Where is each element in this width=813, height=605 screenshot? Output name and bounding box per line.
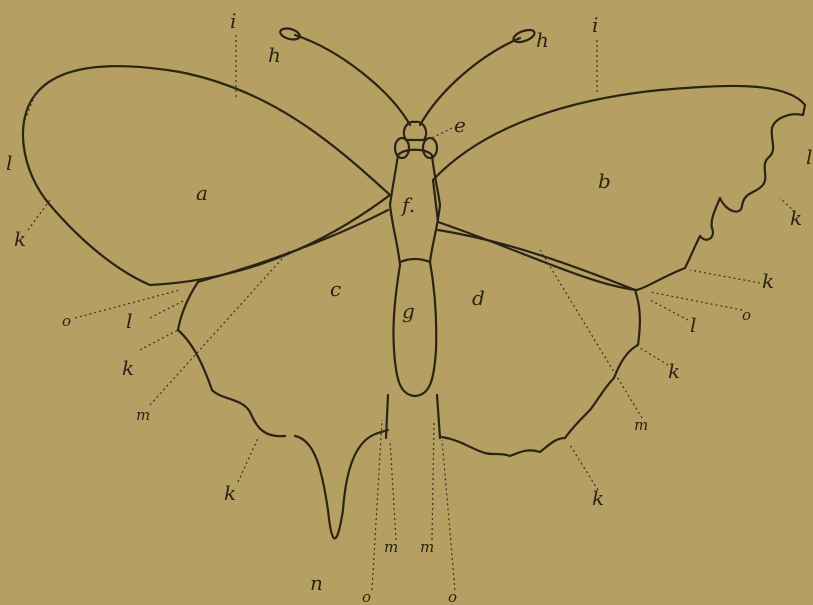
label-l-1: l — [6, 151, 12, 175]
tail-line-left — [386, 395, 388, 438]
right-hindwing-outline — [438, 230, 640, 456]
label-k-7: k — [592, 486, 604, 510]
head-outline — [404, 122, 426, 140]
right-forewing-outline — [433, 86, 805, 290]
label-k-1: k — [14, 227, 26, 251]
right-antenna-club — [512, 28, 536, 45]
label-k-3: k — [224, 481, 236, 505]
label-b: b — [598, 169, 611, 193]
label-m-2: m — [634, 416, 648, 434]
label-i-left: i — [230, 9, 236, 33]
label-f: f. — [400, 193, 415, 217]
label-k-6: k — [668, 359, 680, 383]
label-i-right: i — [592, 13, 598, 37]
thorax-divider — [400, 259, 430, 262]
label-l-4: l — [690, 313, 696, 337]
label-l-2: l — [126, 309, 132, 333]
label-o-2: o — [742, 306, 751, 324]
left-antenna — [295, 35, 410, 125]
label-o-3: o — [362, 588, 371, 605]
label-d: d — [472, 286, 485, 310]
label-h-right: h — [536, 28, 549, 52]
label-m-1: m — [136, 406, 150, 424]
label-k-2: k — [122, 356, 134, 380]
label-e: e — [454, 113, 466, 137]
label-h-left: h — [268, 43, 281, 67]
left-eye-outline — [395, 138, 409, 158]
body-outline — [390, 150, 440, 396]
label-m-4: m — [420, 538, 434, 556]
label-k-5: k — [762, 269, 774, 293]
right-antenna — [420, 38, 520, 125]
tail-line-right — [437, 395, 440, 438]
label-n: n — [310, 571, 323, 595]
label-a: a — [196, 181, 208, 205]
right-eye-outline — [423, 138, 437, 158]
label-o-1: o — [62, 312, 71, 330]
label-m-3: m — [384, 538, 398, 556]
label-k-4: k — [790, 206, 802, 230]
label-c: c — [330, 277, 341, 301]
left-antenna-club — [279, 27, 301, 42]
left-hindwing-outline — [178, 210, 388, 538]
left-forewing-outline — [23, 66, 390, 285]
label-o-4: o — [448, 588, 457, 605]
label-g: g — [402, 299, 415, 323]
label-l-3: l — [806, 145, 812, 169]
labels: a b c d e f. g h h i i k k k k k k k l l… — [6, 9, 812, 605]
